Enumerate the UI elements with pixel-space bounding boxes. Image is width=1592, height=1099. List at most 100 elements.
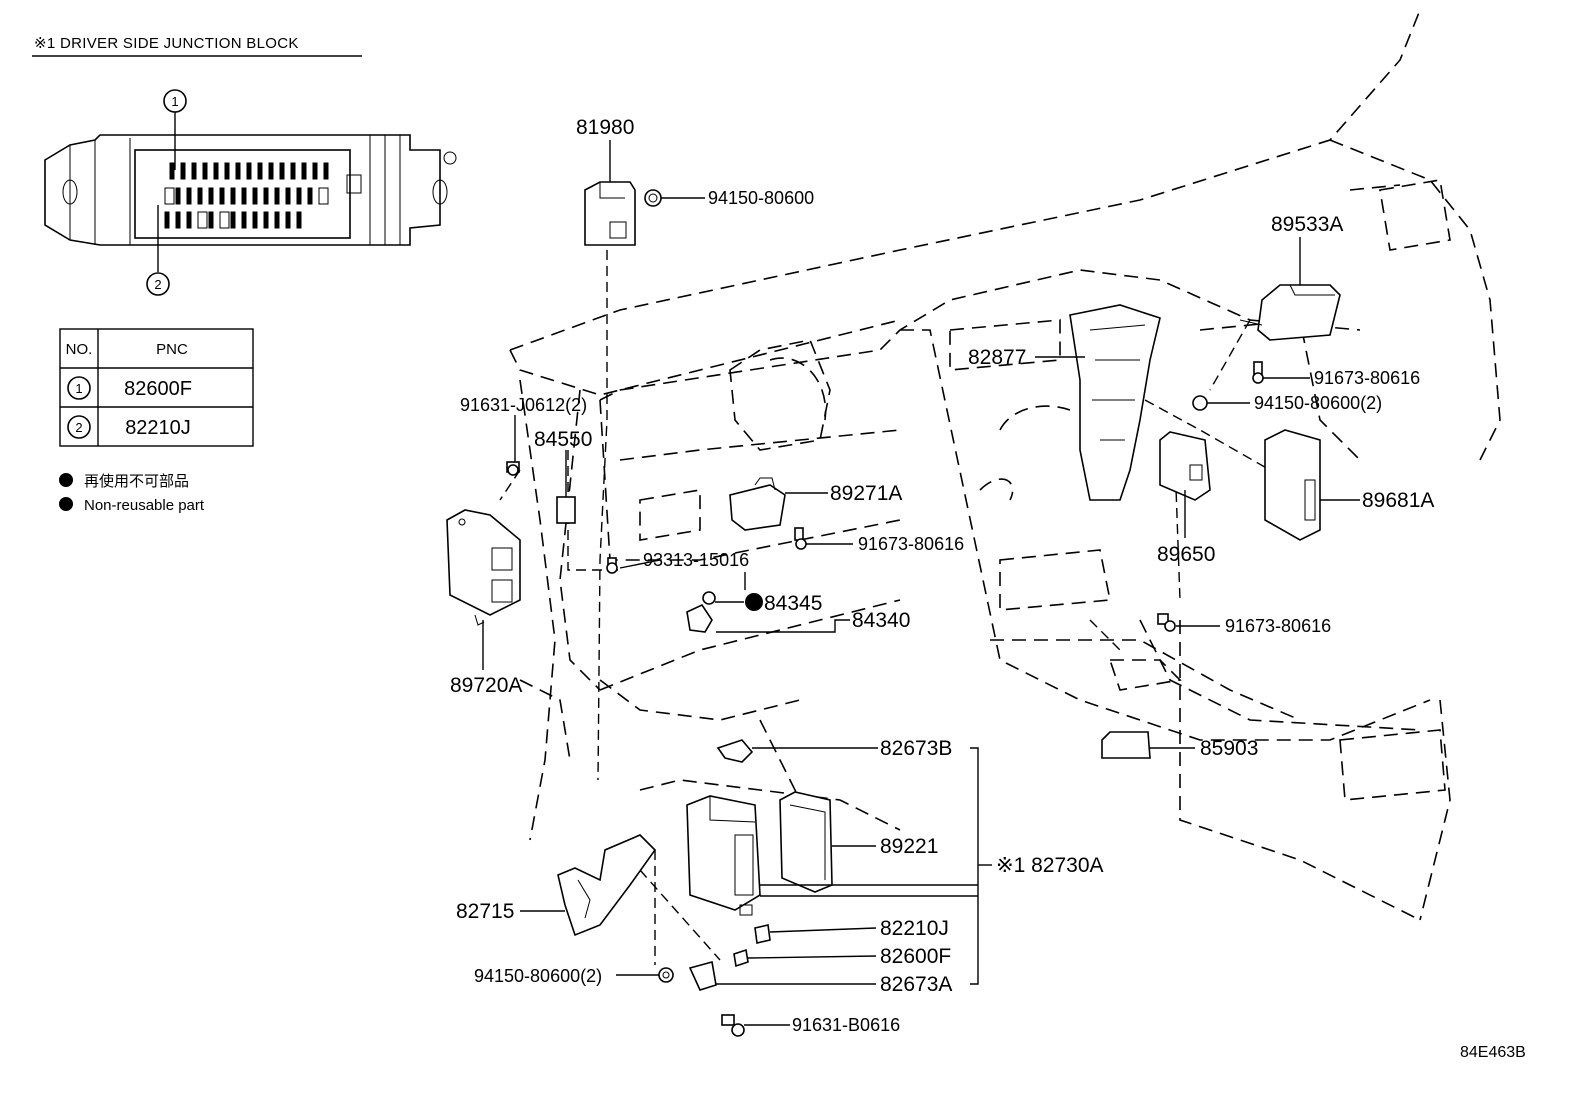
label-94150-80600-a: 94150-80600 <box>708 188 814 208</box>
callout-1-number: 1 <box>171 94 178 109</box>
fuse-slot <box>323 162 329 180</box>
label-84340: 84340 <box>852 609 910 632</box>
part-81980 <box>584 181 636 246</box>
fuse-slot <box>274 187 280 205</box>
part-82877 <box>1069 304 1161 501</box>
fuse-slot <box>230 187 236 205</box>
label-93313-15016: 93313-15016 <box>643 550 749 570</box>
fuse-slot <box>246 162 252 180</box>
guide-line-89681 <box>1144 399 1271 471</box>
part-nut-94150-c <box>658 967 674 983</box>
legend-text-en: Non-reusable part <box>84 497 205 514</box>
fuse-slot <box>285 211 291 229</box>
part-84345 <box>686 591 716 633</box>
fuse-slot <box>318 187 329 205</box>
pnc-table: NO. PNC 1 82600F 2 82210J <box>59 328 254 447</box>
part-nut-94150-b <box>1192 395 1208 411</box>
table-header-pnc: PNC <box>156 341 188 358</box>
fuse-slot <box>164 211 170 229</box>
fuse-slot <box>164 187 175 205</box>
fuse-slot <box>224 162 230 180</box>
label-89271A: 89271A <box>830 482 902 505</box>
part-82210J <box>754 924 771 944</box>
fuse-slot <box>235 162 241 180</box>
label-89681A: 89681A <box>1362 489 1434 512</box>
part-bolt-91631-a <box>506 461 520 476</box>
dashboard-outline <box>509 9 1501 921</box>
table-row-2-pnc: 82210J <box>125 417 191 439</box>
label-82673A: 82673A <box>880 973 952 996</box>
fuse-slot <box>279 162 285 180</box>
label-82210J: 82210J <box>880 917 949 940</box>
label-85903: 85903 <box>1200 737 1258 760</box>
part-82673A <box>688 960 717 991</box>
fuse-slot <box>175 211 181 229</box>
fuse-slot <box>252 187 258 205</box>
guide-line-91673c <box>1089 619 1121 651</box>
label-91673-80616-a: 91673-80616 <box>1314 368 1420 388</box>
label-84550: 84550 <box>534 428 592 451</box>
label-81980: 81980 <box>576 116 634 139</box>
fuse-slot <box>202 162 208 180</box>
label-91631-B0616: 91631-B0616 <box>792 1015 900 1035</box>
label-91631-J0612: 91631-J0612(2) <box>460 395 587 415</box>
part-82673B <box>716 739 754 763</box>
fuse-slot <box>263 211 269 229</box>
fuse-grid <box>164 162 329 229</box>
diagram-id: 84E463B <box>1460 1044 1526 1061</box>
part-82600F <box>733 948 749 968</box>
fuse-slot <box>296 211 302 229</box>
part-89681A <box>1264 429 1321 541</box>
table-row-1-no: 1 <box>75 381 82 396</box>
fuse-slot <box>230 211 236 229</box>
fuse-slot <box>263 187 269 205</box>
fuse-slot <box>285 187 291 205</box>
part-89221 <box>779 791 833 893</box>
guide-line-84550 <box>567 450 620 571</box>
part-89720A <box>446 509 521 626</box>
legend-dot-1 <box>59 473 73 487</box>
label-89533A: 89533A <box>1271 213 1343 236</box>
guide-line-89533 <box>1209 319 1251 391</box>
fuse-slot <box>241 187 247 205</box>
fuse-slot <box>301 162 307 180</box>
part-bolt-91631-b <box>721 1014 745 1037</box>
guide-line-81980 <box>597 250 608 781</box>
part-nut-94150-a <box>644 189 662 207</box>
part-89533A <box>1239 284 1341 341</box>
fuse-slot <box>213 162 219 180</box>
fuse-slot <box>257 162 263 180</box>
fuse-slot <box>296 187 302 205</box>
table-row-1-circle <box>67 376 91 400</box>
label-89650: 89650 <box>1157 543 1215 566</box>
fuse-slot <box>208 187 214 205</box>
label-82730A: ※1 82730A <box>996 854 1104 877</box>
label-82715: 82715 <box>456 900 514 923</box>
fuse-slot <box>175 187 181 205</box>
callout-2-circle <box>146 272 170 296</box>
fuse-slot <box>241 211 247 229</box>
label-82600F: 82600F <box>880 945 951 968</box>
callout-2-number: 2 <box>154 277 161 292</box>
leader-lines <box>482 140 1360 1026</box>
fuse-slot <box>307 187 313 205</box>
fuse-slot <box>274 211 280 229</box>
part-89650 <box>1159 431 1211 501</box>
fuse-slot <box>268 162 274 180</box>
fuse-slot <box>290 162 296 180</box>
guide-line-91631 <box>499 469 521 501</box>
fuse-slot <box>219 187 225 205</box>
fuse-slot <box>169 162 175 180</box>
part-89271A <box>729 477 786 531</box>
fuse-slot <box>252 211 258 229</box>
fuse-slot <box>197 211 208 229</box>
fuse-slot <box>191 162 197 180</box>
part-82715 <box>557 834 657 937</box>
fuse-slot <box>312 162 318 180</box>
non-reusable-dot-84345 <box>745 593 763 611</box>
table-row-1-pnc: 82600F <box>124 378 192 400</box>
part-85903 <box>1101 731 1151 759</box>
junction-block-title: ※1 DRIVER SIDE JUNCTION BLOCK <box>34 35 299 52</box>
junction-block-illustration <box>44 134 457 246</box>
part-84550 <box>556 496 576 524</box>
